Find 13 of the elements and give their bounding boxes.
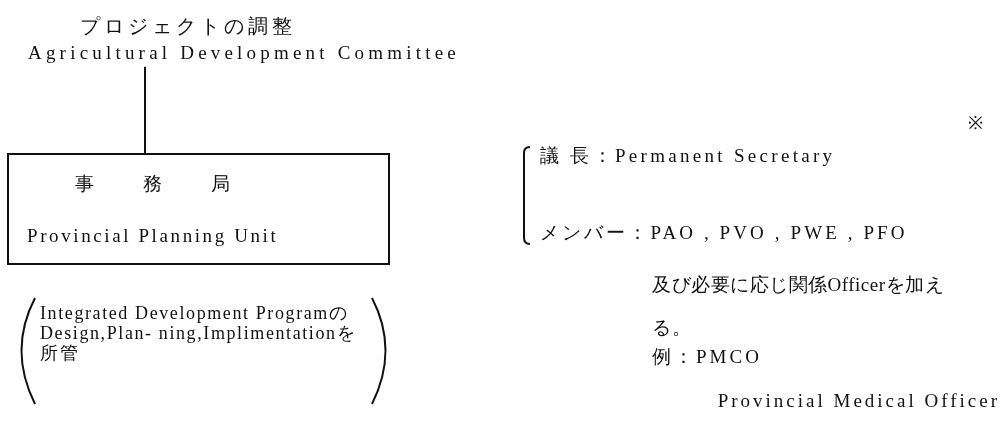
example-note: Provincial Medical Officer bbox=[716, 390, 1000, 412]
connector-line bbox=[144, 65, 146, 154]
process-box bbox=[7, 153, 390, 265]
committee-label: Agricultural Development Committee bbox=[28, 42, 460, 65]
title: プロジェクトの調整 bbox=[80, 14, 296, 38]
box-text: Provincial Planning Unit bbox=[27, 225, 279, 248]
box-heading: 事 務 局 bbox=[75, 173, 252, 196]
members-entry: メンバー：PAO , PVO , PWE , PFO bbox=[540, 222, 908, 245]
members-note: 及び必要に応じ関係Officerを加える。 bbox=[652, 273, 945, 340]
example-entry: 例：PMCO bbox=[652, 346, 762, 369]
chair-entry: 議 長：Permanent Secretary bbox=[540, 145, 836, 168]
note-mark: ※ bbox=[968, 113, 983, 135]
description-note: Integrated Development ProgramのDesign,Plan- ning,Implimentationを所管 bbox=[40, 304, 358, 364]
